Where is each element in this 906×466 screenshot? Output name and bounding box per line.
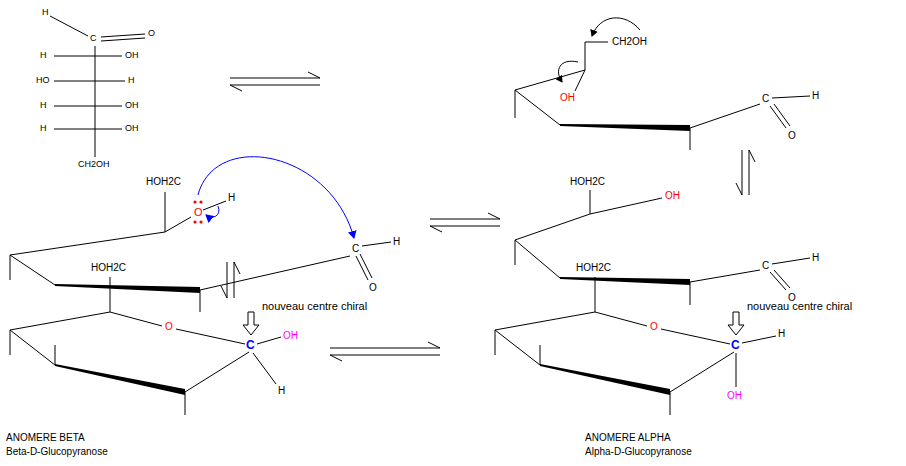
atom-label: H — [228, 192, 235, 203]
atom-label: C — [762, 260, 769, 271]
group-label: OH — [125, 124, 139, 134]
group-label: CH2OH — [78, 160, 110, 170]
atom-label: H — [40, 124, 47, 134]
group-label: OH — [560, 92, 575, 103]
wedge-bond — [55, 284, 200, 293]
pointer-arrow — [728, 312, 744, 335]
group-label: HOH2C — [576, 262, 611, 273]
structure-name: ANOMERE ALPHA — [585, 432, 671, 443]
group-label: OH — [727, 390, 742, 401]
atom-label: O — [194, 206, 203, 218]
atom-label: H — [393, 236, 400, 247]
atom-label: H — [40, 101, 47, 111]
structure-name: Alpha-D-Glucopyranose — [585, 446, 692, 457]
chiral-center-label: C — [731, 339, 740, 352]
wedge-bond — [540, 364, 670, 395]
atom-label: O — [165, 321, 173, 332]
structure-name: Beta-D-Glucopyranose — [6, 446, 108, 457]
mechanism-arrows — [198, 157, 354, 238]
chiral-center-label: C — [246, 339, 255, 352]
group-label: CH2OH — [612, 36, 647, 47]
atom-label: H — [42, 8, 49, 18]
group-label: OH — [283, 330, 298, 341]
structure-name: ANOMERE BETA — [6, 432, 85, 443]
annotation: nouveau centre chiral — [747, 300, 852, 312]
atom-label: H — [812, 252, 819, 263]
atom-label: C — [352, 243, 359, 254]
group-label: OH — [125, 101, 139, 111]
atom-label: H — [778, 328, 785, 339]
group-label: OH — [125, 51, 139, 61]
group-label: HOH2C — [91, 262, 126, 273]
lone-pair-dots — [193, 200, 202, 223]
equilibrium-arrows — [221, 72, 755, 361]
alpha-chair — [495, 277, 776, 415]
wedge-bond — [560, 277, 690, 285]
open-chain-chair-2 — [515, 190, 810, 305]
atom-label: H — [128, 76, 135, 86]
group-label: OH — [665, 190, 680, 201]
group-label: HOH2C — [570, 176, 605, 187]
open-chain-chair-1 — [515, 18, 810, 150]
open-chain-chair-3 — [10, 192, 391, 312]
beta-chair — [10, 277, 281, 415]
wedge-bond — [55, 364, 185, 395]
atom-label: C — [762, 93, 769, 104]
atom-label: O — [788, 130, 796, 141]
atom-label: O — [650, 321, 658, 332]
wedge-bond — [560, 124, 690, 131]
annotation: nouveau centre chiral — [262, 300, 367, 312]
group-label: HO — [36, 76, 50, 86]
atom-label: H — [812, 90, 819, 101]
atom-label: O — [148, 29, 155, 39]
atom-label: H — [278, 385, 285, 396]
atom-label: C — [90, 34, 97, 44]
atom-label: O — [369, 282, 377, 293]
group-label: HOH2C — [146, 176, 181, 187]
fischer-projection — [50, 16, 145, 157]
pointer-arrow — [243, 312, 259, 335]
atom-label: H — [40, 51, 47, 61]
